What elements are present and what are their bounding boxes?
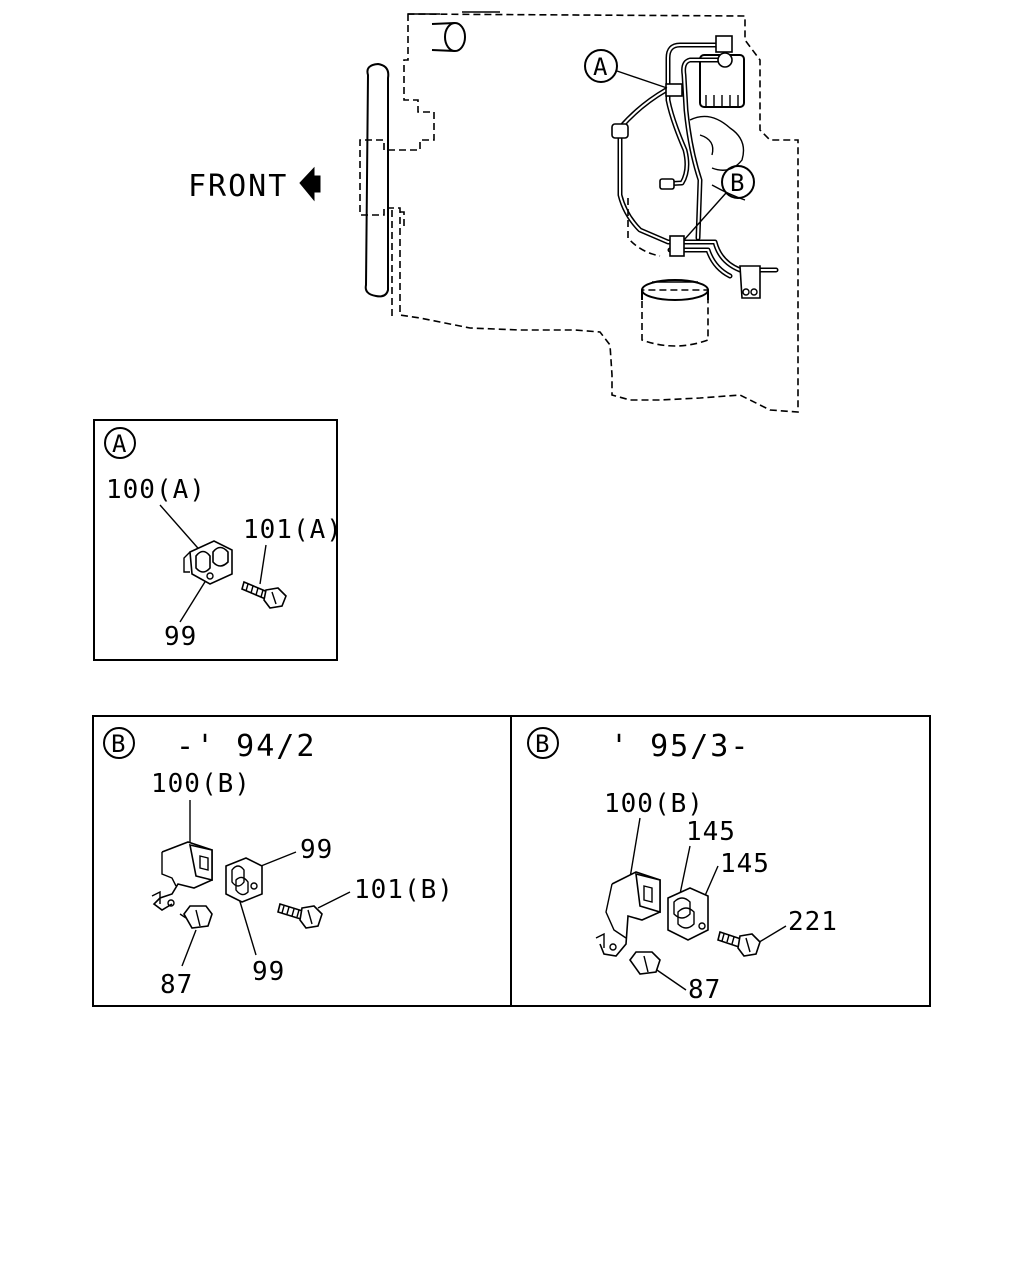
pipe-clip-icon [183, 540, 233, 585]
pipe-clip-icon [225, 857, 263, 903]
part-label-221-b2: 221 [788, 907, 838, 937]
part-label-101a: 101(A) [243, 515, 343, 545]
part-label-100a: 100(A) [106, 475, 206, 505]
detail-a-panel: A 100(A) 101(A) 99 [93, 419, 343, 661]
svg-text:A: A [593, 53, 608, 81]
bolt-icon [717, 930, 761, 957]
part-label-87-b2: 87 [688, 975, 721, 1005]
part-label-100b-b2: 100(B) [604, 789, 704, 819]
bolt-icon [629, 951, 661, 975]
part-label-145-upper-b2: 145 [686, 817, 736, 847]
bolt-icon [277, 902, 323, 929]
part-label-99-a: 99 [164, 622, 197, 652]
engine-overview [359, 11, 799, 413]
callout-b-main: B [683, 165, 755, 241]
detail-b1-panel: B -' 94/2 100(B) 99 101(B) 87 99 [103, 727, 454, 1000]
part-label-87-b1: 87 [160, 970, 193, 1000]
front-label: FRONT [188, 169, 288, 204]
detail-b1-marker: B [111, 730, 125, 758]
detail-b2-period: ' 95/3- [610, 729, 750, 764]
part-label-145-lower-b2: 145 [720, 849, 770, 879]
part-label-99-top-b1: 99 [300, 835, 333, 865]
detail-b2-panel: B ' 95/3- 100(B) 145 145 221 87 [527, 727, 838, 1005]
part-label-99-bottom-b1: 99 [252, 957, 285, 987]
callout-a-main: A [584, 49, 668, 89]
bolt-icon [179, 905, 213, 929]
part-label-101b-b1: 101(B) [354, 875, 454, 905]
detail-a-marker: A [112, 430, 127, 458]
part-label-100b-b1: 100(B) [151, 769, 251, 799]
bolt-icon [241, 580, 287, 609]
svg-text:B: B [730, 169, 744, 197]
detail-b2-marker: B [535, 730, 549, 758]
bracket-icon [595, 871, 661, 957]
bracket-icon [151, 841, 213, 911]
front-arrow-icon [299, 166, 321, 202]
pipe-clip-icon [667, 887, 709, 941]
detail-b1-period: -' 94/2 [176, 729, 316, 764]
